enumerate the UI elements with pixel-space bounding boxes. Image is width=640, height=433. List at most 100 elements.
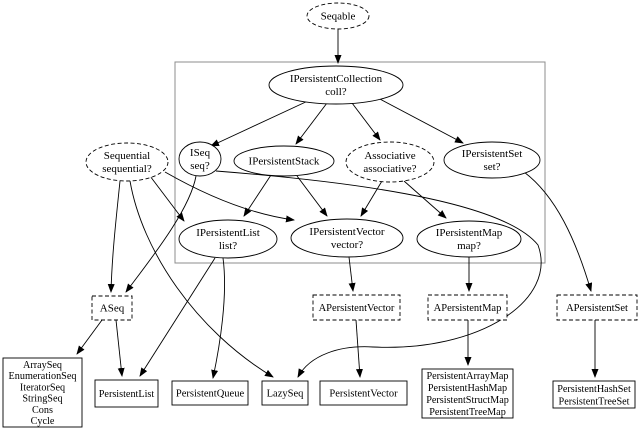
- plist-box: [94, 379, 159, 408]
- apmap-label: APersistentMap: [434, 303, 502, 314]
- seqs-label: Cycle: [31, 416, 55, 427]
- vector-label: IPersistentVector: [309, 226, 384, 238]
- list-label: IPersistentList: [196, 227, 260, 239]
- map-ellipse: [416, 220, 522, 258]
- plist-label: PersistentList: [99, 389, 155, 400]
- edge-sequential-to-lazyseq: [129, 180, 274, 378]
- edge-sequential-to-vector: [164, 171, 295, 223]
- aseq-label: ASeq: [100, 303, 125, 315]
- node-maps: PersistentArrayMapPersistentHashMapPersi…: [421, 368, 514, 419]
- edge-coll-to-set: [377, 97, 464, 144]
- apvector-box: [312, 294, 401, 321]
- aseq-box: [91, 295, 133, 321]
- maps-label: PersistentHashMap: [428, 383, 507, 394]
- node-apset: APersistentSet: [556, 294, 638, 321]
- seqable-ellipse: [306, 2, 370, 30]
- stack-label: IPersistentStack: [249, 156, 320, 168]
- edge-iseq-to-aseq: [125, 175, 197, 293]
- associative-ellipse: [345, 141, 435, 183]
- edge-apvector-to-pvector: [355, 319, 363, 378]
- edge-coll-to-associative: [351, 102, 381, 141]
- lazyseq-box: [261, 380, 309, 406]
- interfaces-frame: [174, 61, 546, 264]
- apvector-label: APersistentVector: [319, 303, 395, 314]
- sets-label: PersistentTreeSet: [559, 396, 630, 407]
- pvector-box: [319, 380, 408, 406]
- set-label: set?: [483, 161, 500, 173]
- edge-vector-to-apvector: [348, 256, 356, 292]
- edge-associative-to-vector: [360, 180, 383, 217]
- node-seqs: ArraySeqEnumerationSeqIteratorSeqStringS…: [2, 357, 83, 428]
- coll-label: coll?: [325, 86, 346, 98]
- seqs-box: [2, 357, 83, 428]
- node-aseq: ASeq: [91, 295, 133, 321]
- edge-stack-to-vector: [296, 175, 328, 217]
- coll-label: IPersistentCollection: [290, 73, 383, 85]
- sequential-label: sequential?: [102, 163, 152, 175]
- node-plist: PersistentList: [94, 379, 159, 408]
- sequential-ellipse: [85, 142, 169, 182]
- edge-aseq-to-seqs: [76, 319, 103, 355]
- set-ellipse: [443, 141, 541, 179]
- node-lazyseq: LazySeq: [261, 380, 309, 406]
- set-label: IPersistentSet: [462, 148, 523, 160]
- seqs-label: Cons: [32, 405, 53, 416]
- iseq-ellipse: [178, 141, 222, 177]
- seqs-label: ArraySeq: [23, 360, 62, 371]
- vector-ellipse: [290, 218, 404, 258]
- list-label: list?: [219, 240, 237, 252]
- edge-aseq-to-plist: [115, 319, 125, 377]
- maps-label: PersistentStructMap: [426, 395, 509, 406]
- edge-list-to-plist: [139, 257, 216, 377]
- pvector-label: PersistentVector: [329, 389, 398, 400]
- associative-label: associative?: [363, 163, 416, 175]
- iseq-label: seq?: [190, 160, 210, 172]
- apset-label: APersistentSet: [566, 303, 628, 314]
- seqs-label: EnumerationSeq: [9, 371, 77, 382]
- sets-label: PersistentHashSet: [557, 384, 631, 395]
- pqueue-box: [171, 380, 249, 406]
- map-label: IPersistentMap: [436, 227, 503, 239]
- apset-box: [556, 294, 638, 321]
- maps-box: [421, 368, 514, 419]
- seqs-label: StringSeq: [22, 394, 62, 405]
- seqable-label: Seqable: [321, 11, 356, 23]
- lazyseq-label: LazySeq: [267, 389, 304, 400]
- node-pvector: PersistentVector: [319, 380, 408, 406]
- node-apmap: APersistentMap: [427, 294, 508, 321]
- node-apvector: APersistentVector: [312, 294, 401, 321]
- edge-coll-to-iseq: [210, 99, 311, 147]
- associative-label: Associative: [364, 150, 415, 162]
- apmap-box: [427, 294, 508, 321]
- seqs-label: IteratorSeq: [20, 382, 65, 393]
- coll-ellipse: [268, 65, 404, 105]
- edge-set-to-apset: [523, 171, 593, 292]
- sequential-label: Sequential: [104, 150, 150, 162]
- list-ellipse: [178, 219, 278, 259]
- node-seqable: Seqable: [306, 2, 370, 30]
- edge-sequential-to-aseq: [107, 180, 121, 293]
- edge-list-to-pqueue: [211, 257, 225, 379]
- stack-ellipse: [233, 145, 335, 177]
- node-pqueue: PersistentQueue: [171, 380, 249, 406]
- edge-coll-to-stack: [295, 102, 328, 145]
- iseq-label: ISeq: [190, 147, 211, 159]
- map-label: map?: [457, 240, 481, 252]
- pqueue-label: PersistentQueue: [176, 389, 245, 400]
- sets-box: [552, 380, 636, 409]
- maps-label: PersistentArrayMap: [426, 371, 508, 382]
- vector-label: vector?: [331, 239, 363, 251]
- edge-associative-to-map: [403, 180, 447, 219]
- maps-label: PersistentTreeMap: [429, 407, 506, 418]
- node-stack: IPersistentStack: [233, 145, 335, 177]
